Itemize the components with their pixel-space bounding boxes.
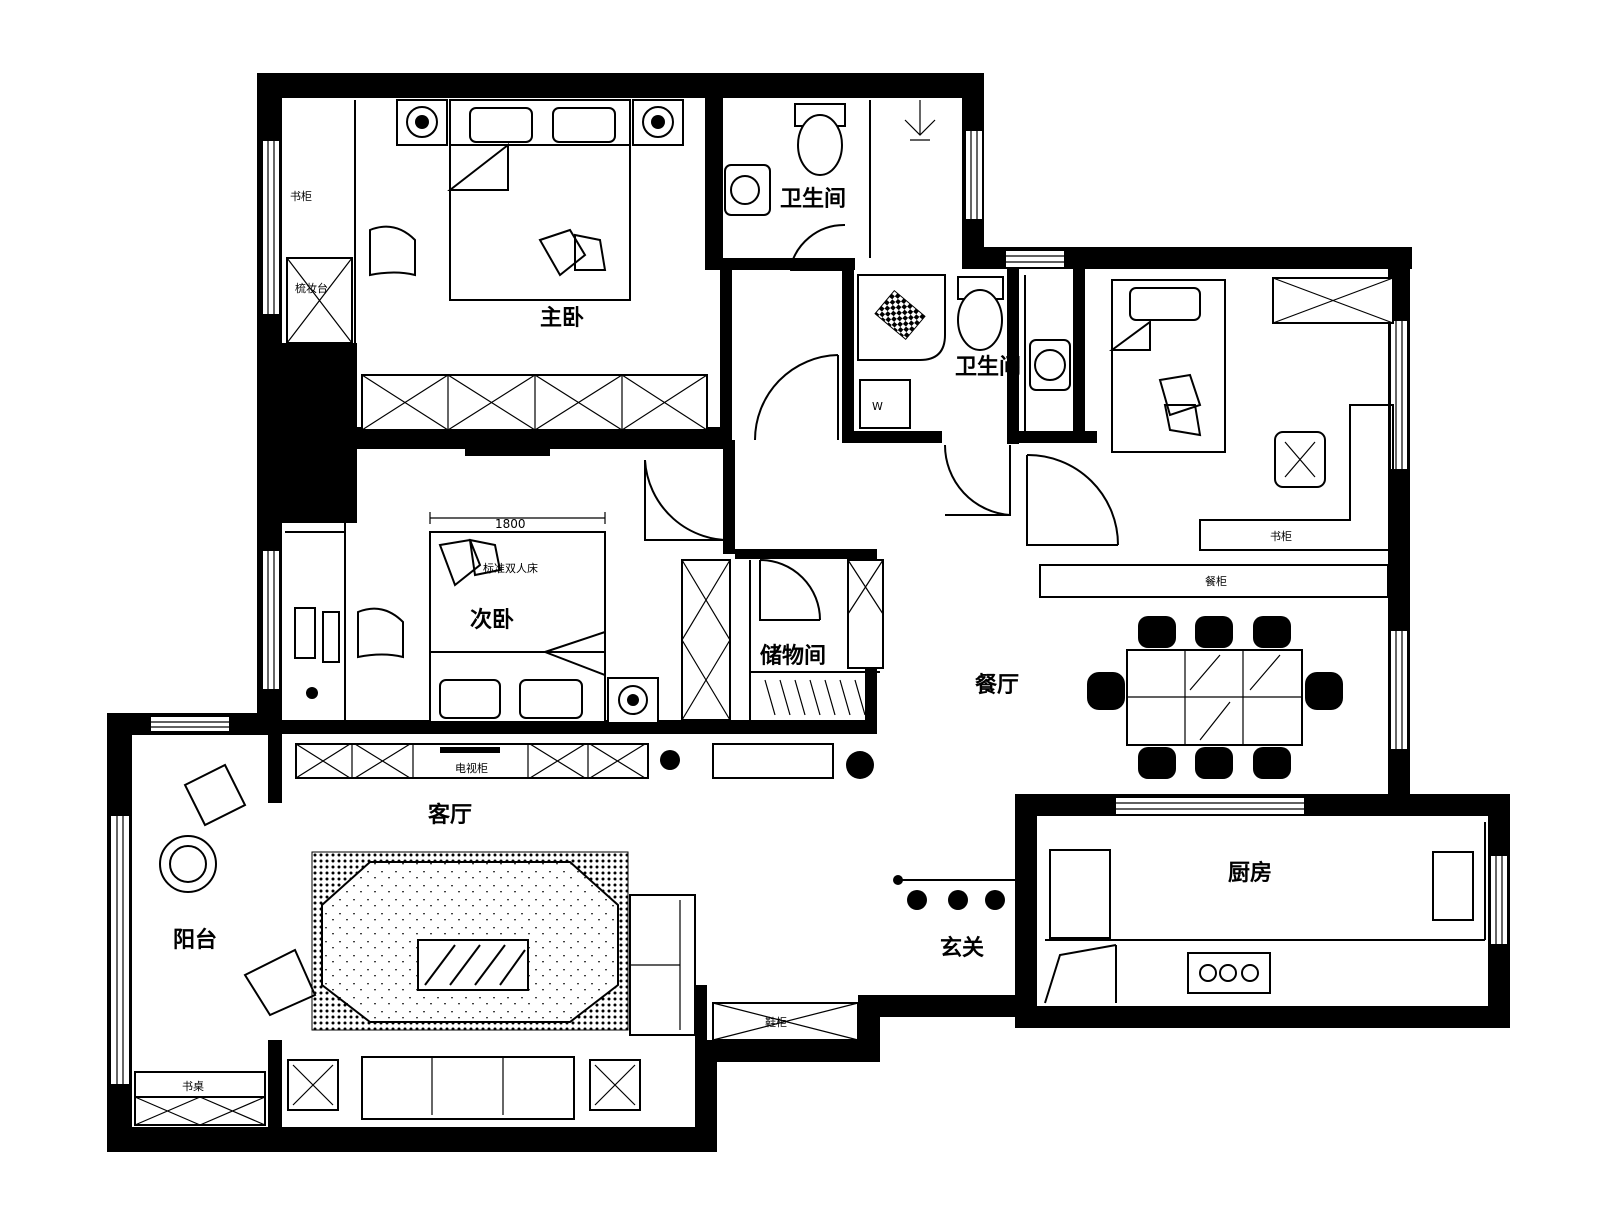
doors: [644, 223, 1119, 1014]
sideboard: [1039, 564, 1389, 598]
label-desk: 书桌: [182, 1080, 204, 1093]
living-room: [287, 743, 874, 1120]
room-label-entrance: 玄关: [940, 935, 984, 961]
second-bedroom: [285, 449, 731, 724]
svg-text:W: W: [872, 400, 883, 413]
windows: [109, 129, 1509, 1086]
svg-text:梳妆台: 梳妆台: [295, 281, 328, 295]
room-label-bathroom-2: 卫生间: [955, 355, 1021, 380]
room-label-dining: 餐厅: [975, 673, 1019, 698]
label-tv-cabinet: 电视柜: [455, 761, 488, 775]
balcony: [134, 763, 317, 1126]
bathroom-2: W: [857, 274, 1071, 431]
room-label-second-bedroom: 次卧: [470, 607, 514, 633]
room-label-kitchen: 厨房: [1228, 860, 1272, 886]
label-bed-note: 标准双人床: [483, 561, 538, 575]
dimension-bed-width: 1800: [495, 517, 526, 531]
bathroom-1: [724, 100, 936, 258]
kitchen: [1044, 822, 1486, 1004]
dining-area: [1087, 616, 1343, 779]
room-label-living: 客厅: [428, 802, 472, 828]
entrance: [893, 875, 1015, 910]
master-bedroom: 书柜 梳妆台: [286, 99, 708, 456]
label-bookshelf: 书柜: [1270, 530, 1292, 543]
room-label-master-bedroom: 主卧: [540, 306, 584, 331]
svg-text:书柜: 书柜: [290, 190, 312, 203]
label-sideboard: 餐柜: [1205, 574, 1227, 588]
label-shoe-cabinet: 鞋柜: [765, 1015, 787, 1029]
room-label-storage: 储物间: [760, 643, 826, 669]
room-label-balcony: 阳台: [173, 927, 217, 953]
study-room: [1108, 277, 1394, 551]
storage-room: [749, 559, 884, 720]
room-label-bathroom-1: 卫生间: [780, 187, 846, 212]
